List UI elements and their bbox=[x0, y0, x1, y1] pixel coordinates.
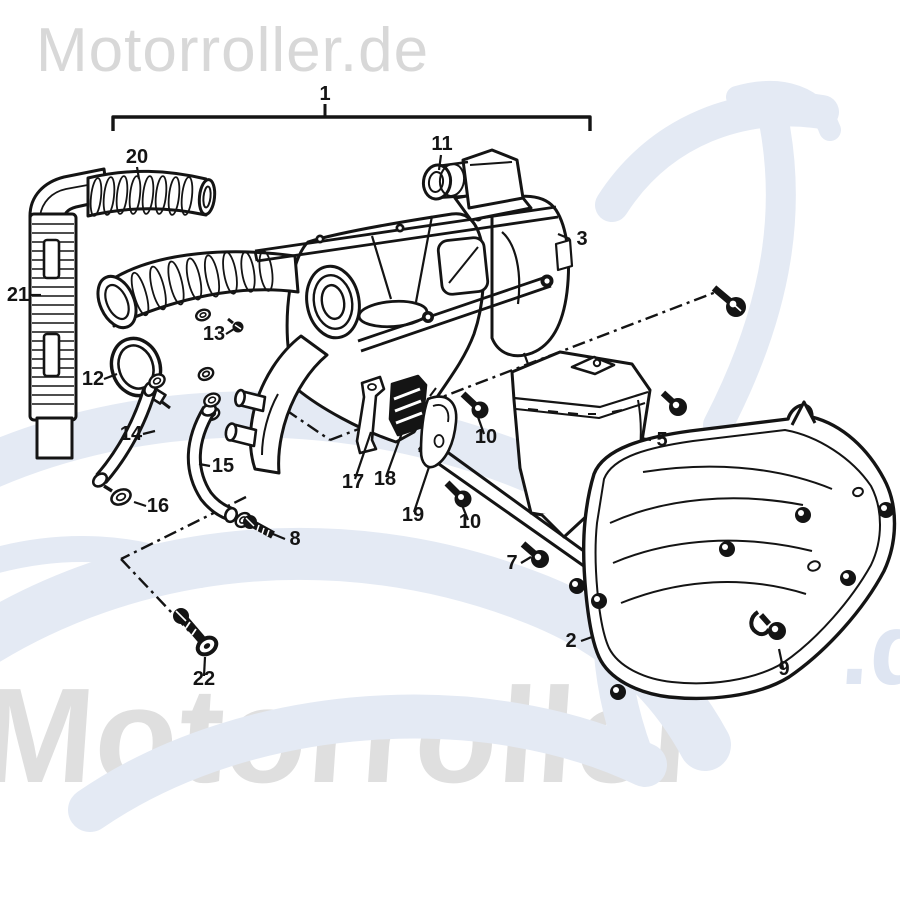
bolt-unlabeled-top-right bbox=[711, 285, 746, 317]
part-airbox-carb-arm bbox=[224, 334, 329, 475]
callout-16: 16 bbox=[147, 495, 169, 517]
callout-3: 3 bbox=[576, 228, 587, 250]
part-8-bolt bbox=[243, 515, 275, 539]
part-14-hose bbox=[91, 373, 166, 488]
part-9-bolt bbox=[749, 610, 786, 640]
callout-2: 2 bbox=[565, 630, 576, 652]
part-17-strap bbox=[355, 375, 386, 455]
callout-17: 17 bbox=[342, 471, 364, 493]
part-1-group-bracket bbox=[111, 104, 592, 131]
part-13-screw bbox=[195, 308, 244, 333]
part-11-snorkel bbox=[421, 148, 533, 222]
part-12-hose-clamp bbox=[109, 336, 171, 410]
callout-1: 1 bbox=[319, 83, 330, 105]
callout-10-lower: 10 bbox=[459, 511, 481, 533]
callout-5: 5 bbox=[656, 429, 667, 451]
part-20-corrugated-hose bbox=[86, 169, 217, 218]
part-10-bolt-lower bbox=[444, 480, 472, 508]
callout-11: 11 bbox=[431, 133, 452, 155]
callout-22: 22 bbox=[193, 668, 215, 690]
part-19-bracket bbox=[419, 387, 458, 469]
callout-19: 19 bbox=[402, 504, 424, 526]
part-3-backplate bbox=[490, 194, 574, 365]
callout-9: 9 bbox=[778, 658, 789, 680]
watermark-header-logo: Motorroller.de bbox=[36, 16, 430, 85]
part-2-cover bbox=[569, 400, 897, 701]
callout-12: 12 bbox=[82, 368, 104, 390]
callout-13: 13 bbox=[203, 323, 225, 345]
part-airbox-boss bbox=[305, 264, 361, 340]
callout-7: 7 bbox=[506, 552, 517, 574]
part-airbox-side-rail bbox=[357, 274, 554, 353]
callout-15: 15 bbox=[212, 455, 234, 477]
part-intake-hose bbox=[96, 250, 300, 330]
callout-21: 21 bbox=[7, 284, 29, 306]
callout-8: 8 bbox=[289, 528, 300, 550]
part-7-bolt bbox=[520, 541, 549, 568]
callout-20: 20 bbox=[126, 146, 148, 168]
part-15-hose bbox=[186, 392, 252, 529]
part-16-clip bbox=[103, 484, 132, 506]
callout-18: 18 bbox=[374, 468, 396, 490]
part-18-damper bbox=[388, 374, 428, 437]
bolt-unlabeled-filter bbox=[660, 390, 687, 416]
callout-14: 14 bbox=[120, 423, 143, 445]
part-10-bolt-upper bbox=[460, 391, 489, 419]
callout-10-upper: 10 bbox=[475, 426, 497, 448]
part-22-bolt bbox=[173, 608, 219, 657]
callout-leader-lines bbox=[30, 154, 785, 677]
